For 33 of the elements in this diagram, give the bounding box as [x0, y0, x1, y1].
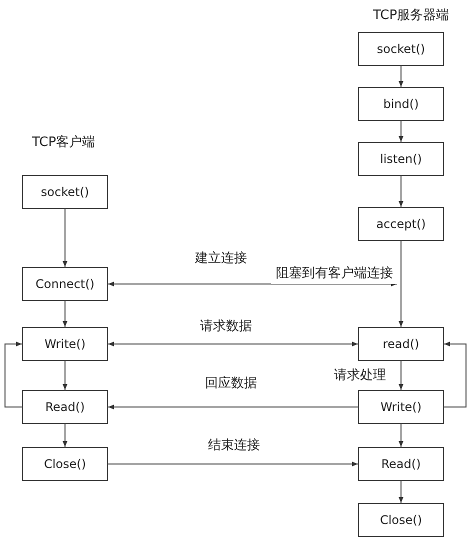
arrow	[108, 282, 398, 286]
process-box: Read()	[358, 447, 444, 481]
process-box: Close()	[358, 503, 444, 537]
arrow	[398, 66, 404, 88]
process-box: bind()	[358, 87, 444, 121]
process-box: Read()	[22, 390, 108, 424]
arrow	[444, 342, 466, 408]
column-heading: TCP客户端	[32, 134, 96, 152]
process-box: socket()	[358, 32, 444, 66]
arrow	[398, 240, 404, 328]
process-box: Close()	[22, 447, 108, 481]
process-box: listen()	[358, 142, 444, 176]
arrow	[398, 176, 404, 208]
process-box: read()	[358, 327, 444, 361]
process-box: Write()	[22, 327, 108, 361]
arrow	[398, 120, 404, 142]
arrow	[108, 404, 358, 410]
arrow	[4, 342, 22, 408]
arrow	[398, 424, 404, 448]
process-box: accept()	[358, 207, 444, 241]
process-box: Write()	[358, 390, 444, 424]
process-box: Connect()	[22, 267, 108, 301]
process-box: socket()	[22, 175, 108, 209]
note-text: 阻塞到有客户端连接	[271, 264, 398, 284]
arrow	[108, 342, 358, 346]
arrow	[398, 480, 404, 504]
arrow	[62, 360, 68, 390]
arrow	[62, 300, 68, 328]
arrow	[62, 208, 68, 268]
column-heading: TCP服务器端	[373, 7, 450, 25]
arrow	[108, 462, 358, 466]
arrow	[62, 424, 68, 448]
arrow	[398, 360, 404, 390]
